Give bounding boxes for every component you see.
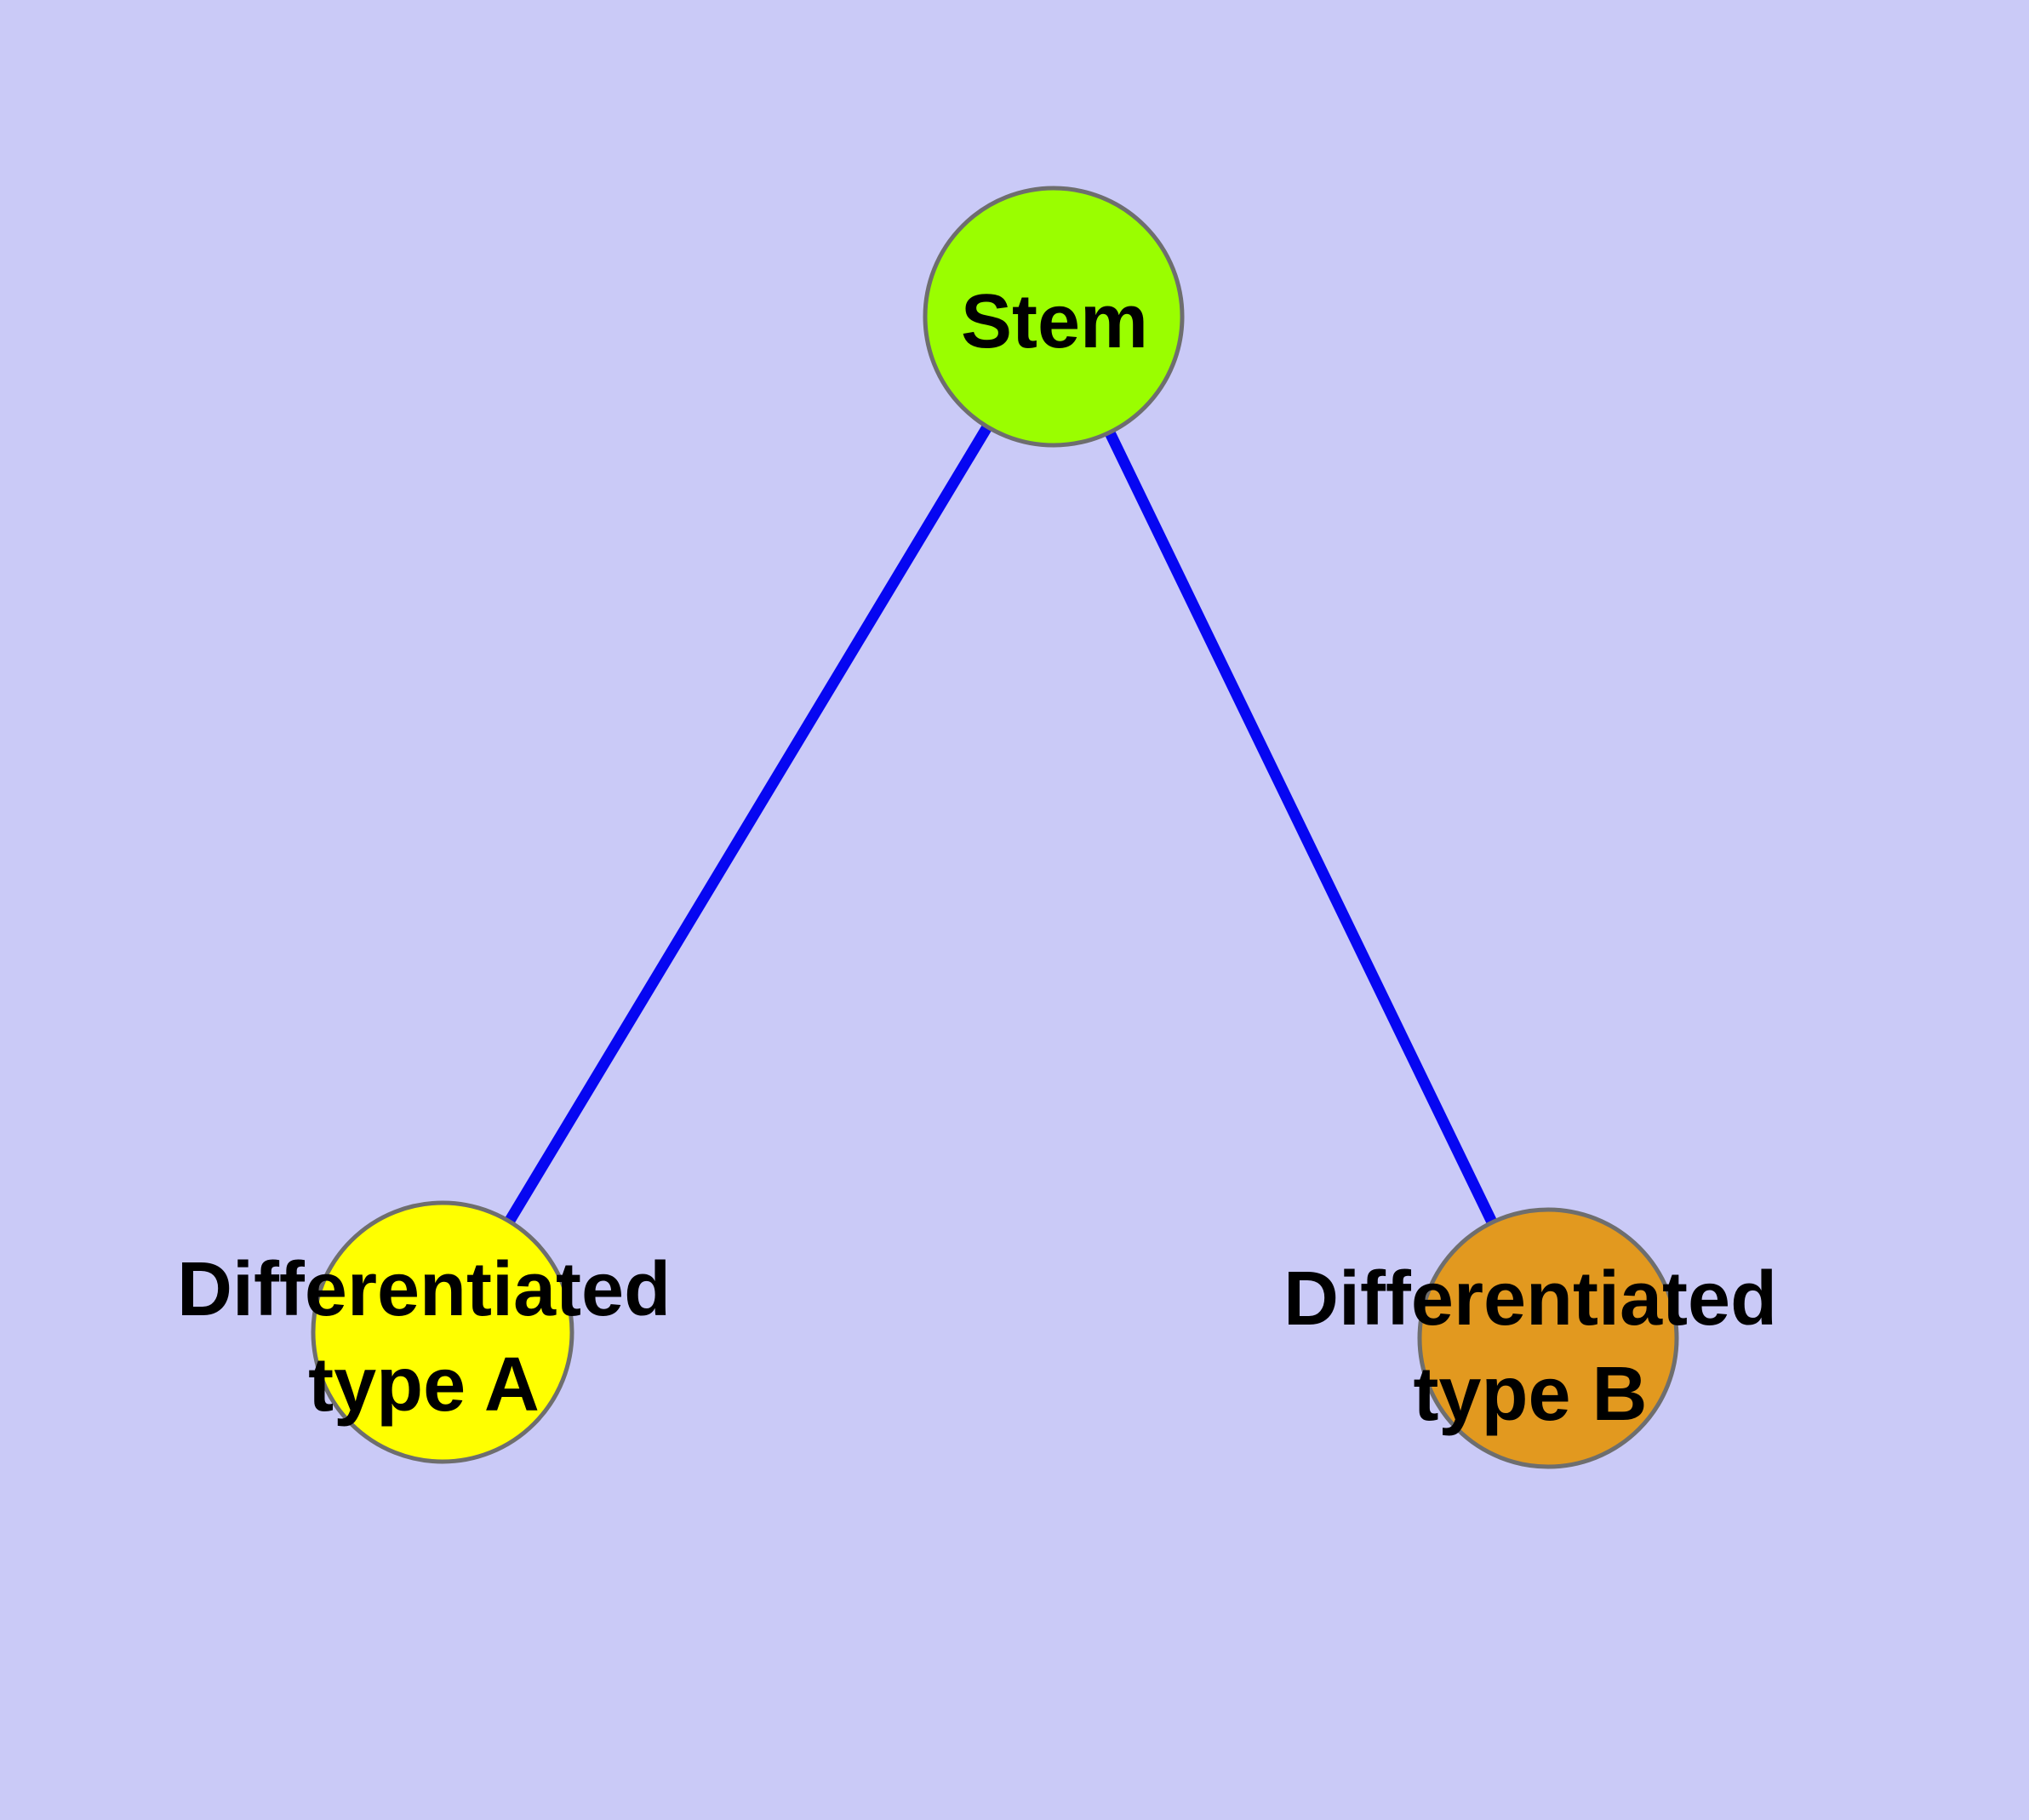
node-type-a-circle[interactable] (311, 1200, 574, 1464)
edge-stem-to-type-a (437, 313, 1059, 1336)
edge-stem-to-type-b (1049, 314, 1553, 1341)
node-stem-circle[interactable] (923, 186, 1185, 448)
node-type-b-circle[interactable] (1417, 1207, 1679, 1469)
